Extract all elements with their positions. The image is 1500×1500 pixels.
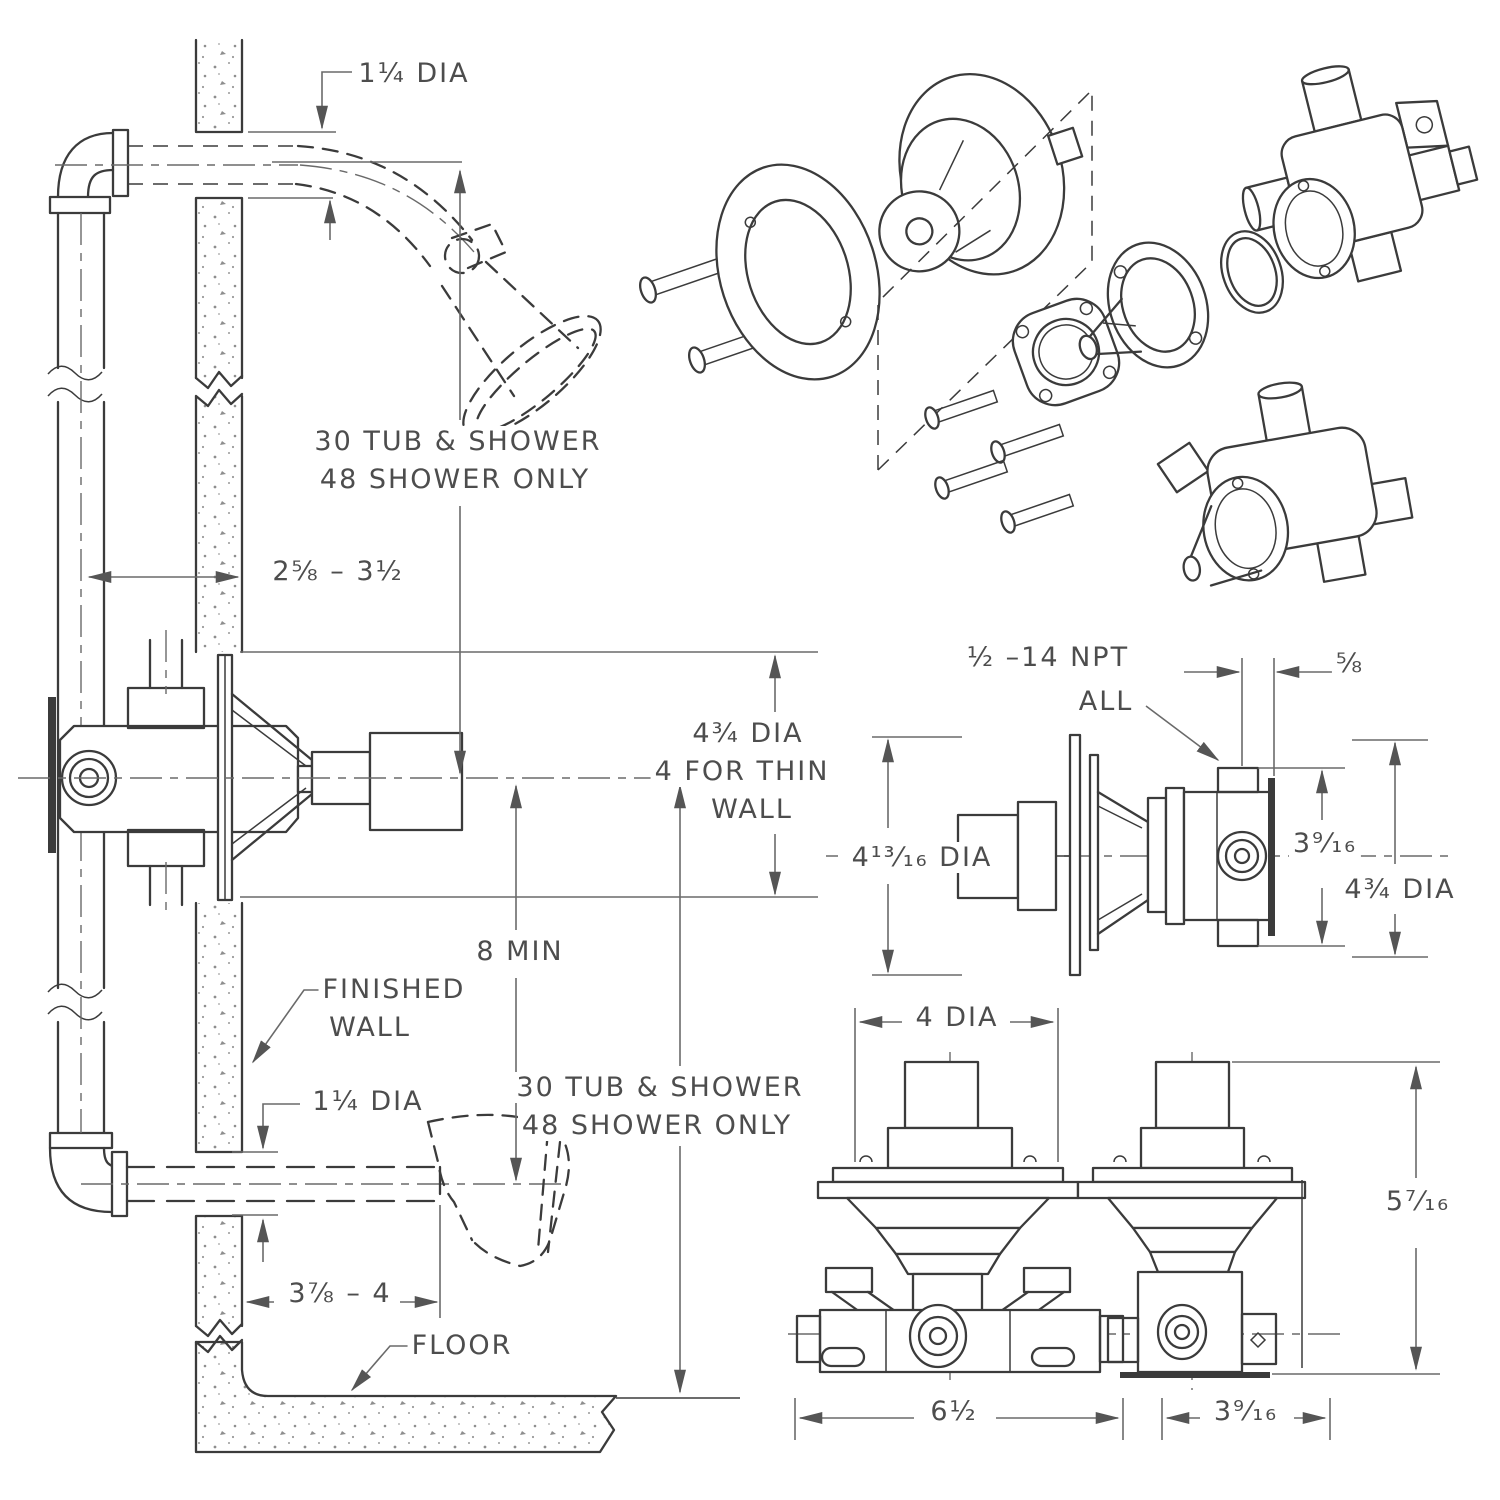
- dim-label-valve-to-spout: 8 MIN: [472, 936, 568, 968]
- valve-side-view: [826, 658, 1448, 977]
- label-floor: FLOOR: [407, 1330, 517, 1362]
- dim-label-flange-dia: 4 DIA: [911, 1002, 1003, 1034]
- label-finished-wall-1: FINISHED: [318, 974, 470, 1006]
- label-thread-spec-1: ½ –14 NPT: [962, 642, 1134, 674]
- mounting-screws: [924, 389, 1075, 534]
- dim-label-spout-height-2: 48 SHOWER ONLY: [517, 1110, 797, 1142]
- dim-label-supply-to-wall: 2⅝ – 3½: [268, 556, 408, 588]
- label-finished-wall-2: WALL: [325, 1012, 415, 1044]
- dim-label-shower-height-1: 30 TUB & SHOWER: [310, 426, 606, 458]
- assembled-valve: [1156, 381, 1414, 587]
- dashed-plane: [877, 88, 1093, 471]
- shower-head-icon: [440, 222, 602, 438]
- dim-label-overall-height: 5⁷⁄₁₆: [1381, 1186, 1455, 1218]
- installation-dimensions: [87, 71, 818, 1394]
- label-thread-spec-2: ALL: [1074, 686, 1138, 718]
- installation-view: [18, 38, 818, 1454]
- exploded-escutcheon: [715, 163, 881, 381]
- exploded-gasket: [1011, 297, 1121, 407]
- dim-label-shower-arm-dia: 1¼ DIA: [354, 58, 474, 90]
- front-view: [795, 1060, 1125, 1374]
- dim-label-escutcheon-dia-2: 4 FOR THIN: [650, 756, 834, 788]
- valve-section: [18, 630, 692, 912]
- front-view-dimensions: [794, 1008, 1440, 1440]
- exploded-handle: [878, 73, 1084, 276]
- exploded-parts-view: [638, 65, 1479, 587]
- dim-label-spout-hole-dia: 1¼ DIA: [308, 1086, 428, 1118]
- exploded-bonnet: [1078, 241, 1210, 369]
- dim-label-port-spacing: 3⁹⁄₁₆: [1288, 828, 1362, 860]
- shower-arm-and-head: [128, 144, 602, 438]
- dim-label-spout-reach: 3⅞ – 4: [284, 1278, 396, 1310]
- dim-label-escutcheon-dia-1: 4¾ DIA: [688, 718, 808, 750]
- dim-label-spout-height-1: 30 TUB & SHOWER: [512, 1072, 808, 1104]
- dim-label-escutcheon-height: 4¾ DIA: [1340, 874, 1460, 906]
- dim-label-overall-depth: 3⁹⁄₁₆: [1209, 1396, 1283, 1428]
- dim-label-shower-height-2: 48 SHOWER ONLY: [315, 464, 595, 496]
- dim-label-guard-offset: ⅝: [1331, 648, 1369, 680]
- tub-spout: [125, 1113, 571, 1268]
- valve-front-views: [788, 1008, 1440, 1440]
- wall-section: [194, 38, 244, 1338]
- supply-pipes: [47, 128, 565, 1218]
- side-view-small: [1076, 1060, 1307, 1378]
- side-view-dimensions: [872, 658, 1428, 976]
- dim-label-escutcheon-dia: 4¹³⁄₁₆ DIA: [847, 842, 997, 874]
- dim-label-escutcheon-dia-3: WALL: [707, 794, 797, 826]
- floor-section: [194, 1334, 740, 1454]
- exploded-o-ring: [1220, 230, 1284, 314]
- exploded-valve-body: [1241, 65, 1479, 283]
- dim-label-overall-width: 6½: [926, 1396, 982, 1428]
